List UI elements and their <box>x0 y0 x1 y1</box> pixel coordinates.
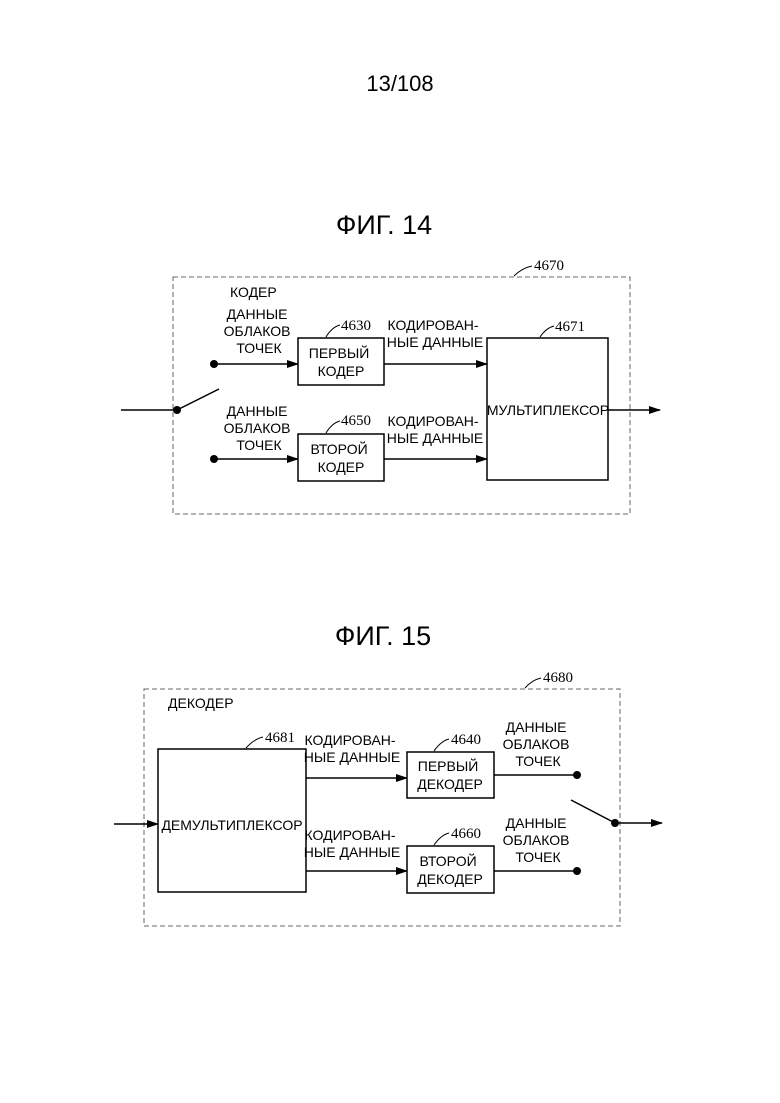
input-1-label: ДАННЫЕ ОБЛАКОВ ТОЧЕК <box>224 306 295 356</box>
encoded-2-label: КОДИРОВАН- НЫЕ ДАННЫЕ <box>387 413 484 446</box>
first-encoder-ref-leader <box>326 325 340 337</box>
decoder-label: ДЕКОДЕР <box>168 695 234 711</box>
dec-encoded-1-label: КОДИРОВАН- НЫЕ ДАННЫЕ <box>304 732 401 765</box>
fig15-title: ФИГ. 15 <box>335 621 431 651</box>
second-decoder-ref-leader <box>434 833 449 845</box>
multiplexer-ref: 4671 <box>555 319 585 335</box>
first-decoder-ref: 4640 <box>451 732 481 748</box>
figure-14: ФИГ. 14 4670 КОДЕР ДАННЫЕ ОБЛАКОВ ТОЧЕК … <box>121 210 660 514</box>
input-2-label: ДАННЫЕ ОБЛАКОВ ТОЧЕК <box>224 403 295 453</box>
second-decoder-ref: 4660 <box>451 826 481 842</box>
output-2-terminal <box>573 867 581 875</box>
decoder-ref-leader <box>525 678 541 688</box>
switch-blade <box>177 389 219 410</box>
encoder-ref-leader <box>514 266 532 276</box>
output-switch-blade <box>571 800 615 823</box>
multiplexer-label: МУЛЬТИПЛЕКСОР <box>487 402 609 418</box>
second-encoder-ref: 4650 <box>341 413 371 429</box>
output-1-label: ДАННЫЕ ОБЛАКОВ ТОЧЕК <box>503 719 574 769</box>
figure-15: ФИГ. 15 4680 ДЕКОДЕР ДЕМУЛЬТИПЛЕКСОР 468… <box>114 621 662 926</box>
first-encoder-ref: 4630 <box>341 318 371 334</box>
demultiplexer-ref: 4681 <box>265 730 295 746</box>
page-number: 13/108 <box>366 71 433 96</box>
first-decoder-ref-leader <box>434 739 449 751</box>
encoder-ref: 4670 <box>534 258 564 274</box>
demultiplexer-label: ДЕМУЛЬТИПЛЕКСОР <box>161 817 302 833</box>
demultiplexer-ref-leader <box>246 737 263 748</box>
dec-encoded-2-label: КОДИРОВАН- НЫЕ ДАННЫЕ <box>304 827 401 860</box>
output-2-label: ДАННЫЕ ОБЛАКОВ ТОЧЕК <box>503 815 574 865</box>
fig14-title: ФИГ. 14 <box>336 210 432 240</box>
decoder-ref: 4680 <box>543 670 573 686</box>
output-1-terminal <box>573 771 581 779</box>
second-encoder-ref-leader <box>326 421 340 433</box>
multiplexer-ref-leader <box>540 326 554 337</box>
encoded-1-label: КОДИРОВАН- НЫЕ ДАННЫЕ <box>387 317 484 350</box>
encoder-label: КОДЕР <box>230 284 277 300</box>
